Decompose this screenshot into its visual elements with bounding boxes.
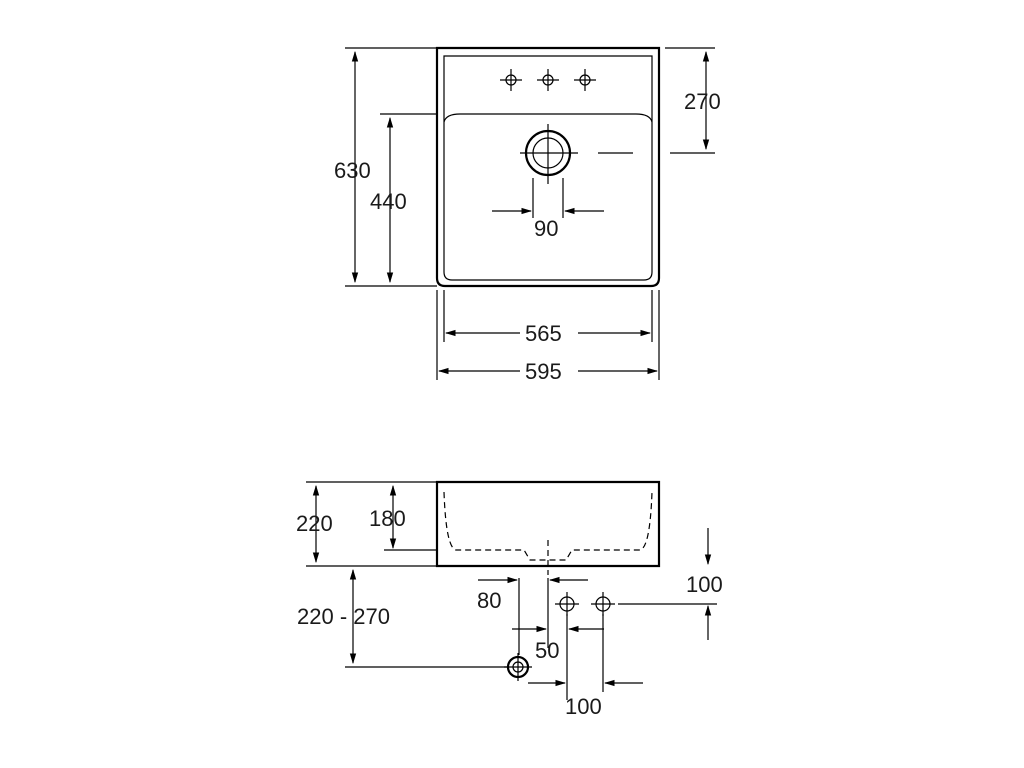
dim-label-100-bottom: 100 xyxy=(565,694,602,719)
dim-label-80: 80 xyxy=(477,588,501,613)
connection-point-icon xyxy=(555,592,579,616)
bowl-edge xyxy=(443,113,653,123)
drain-icon xyxy=(520,124,578,184)
dim-label-220-270: 220 - 270 xyxy=(297,604,390,629)
tap-hole-icon xyxy=(500,69,522,91)
dim-label-50: 50 xyxy=(535,638,559,663)
connection-point-icon xyxy=(591,592,615,616)
dim-label-180: 180 xyxy=(369,506,406,531)
basin-rim-inner xyxy=(443,55,653,281)
dim-label-565: 565 xyxy=(525,321,562,346)
dim-label-630: 630 xyxy=(334,158,371,183)
waste-outlet-icon xyxy=(504,653,532,681)
side-bowl-hidden-line xyxy=(443,491,653,561)
dim-label-90: 90 xyxy=(534,216,558,241)
top-view: 630 440 270 90 565 595 xyxy=(334,46,721,384)
side-view: 220 180 220 - 270 80 100 50 xyxy=(296,480,723,719)
dim-label-595: 595 xyxy=(525,359,562,384)
dim-label-220: 220 xyxy=(296,511,333,536)
tap-hole-icon xyxy=(574,69,596,91)
tap-hole-markers xyxy=(500,69,596,91)
dim-label-270: 270 xyxy=(684,89,721,114)
dim-label-440: 440 xyxy=(370,189,407,214)
side-basin-outline xyxy=(435,480,661,568)
basin-outer-outline xyxy=(435,46,661,288)
dim-label-100-right: 100 xyxy=(686,572,723,597)
tap-hole-icon xyxy=(537,69,559,91)
